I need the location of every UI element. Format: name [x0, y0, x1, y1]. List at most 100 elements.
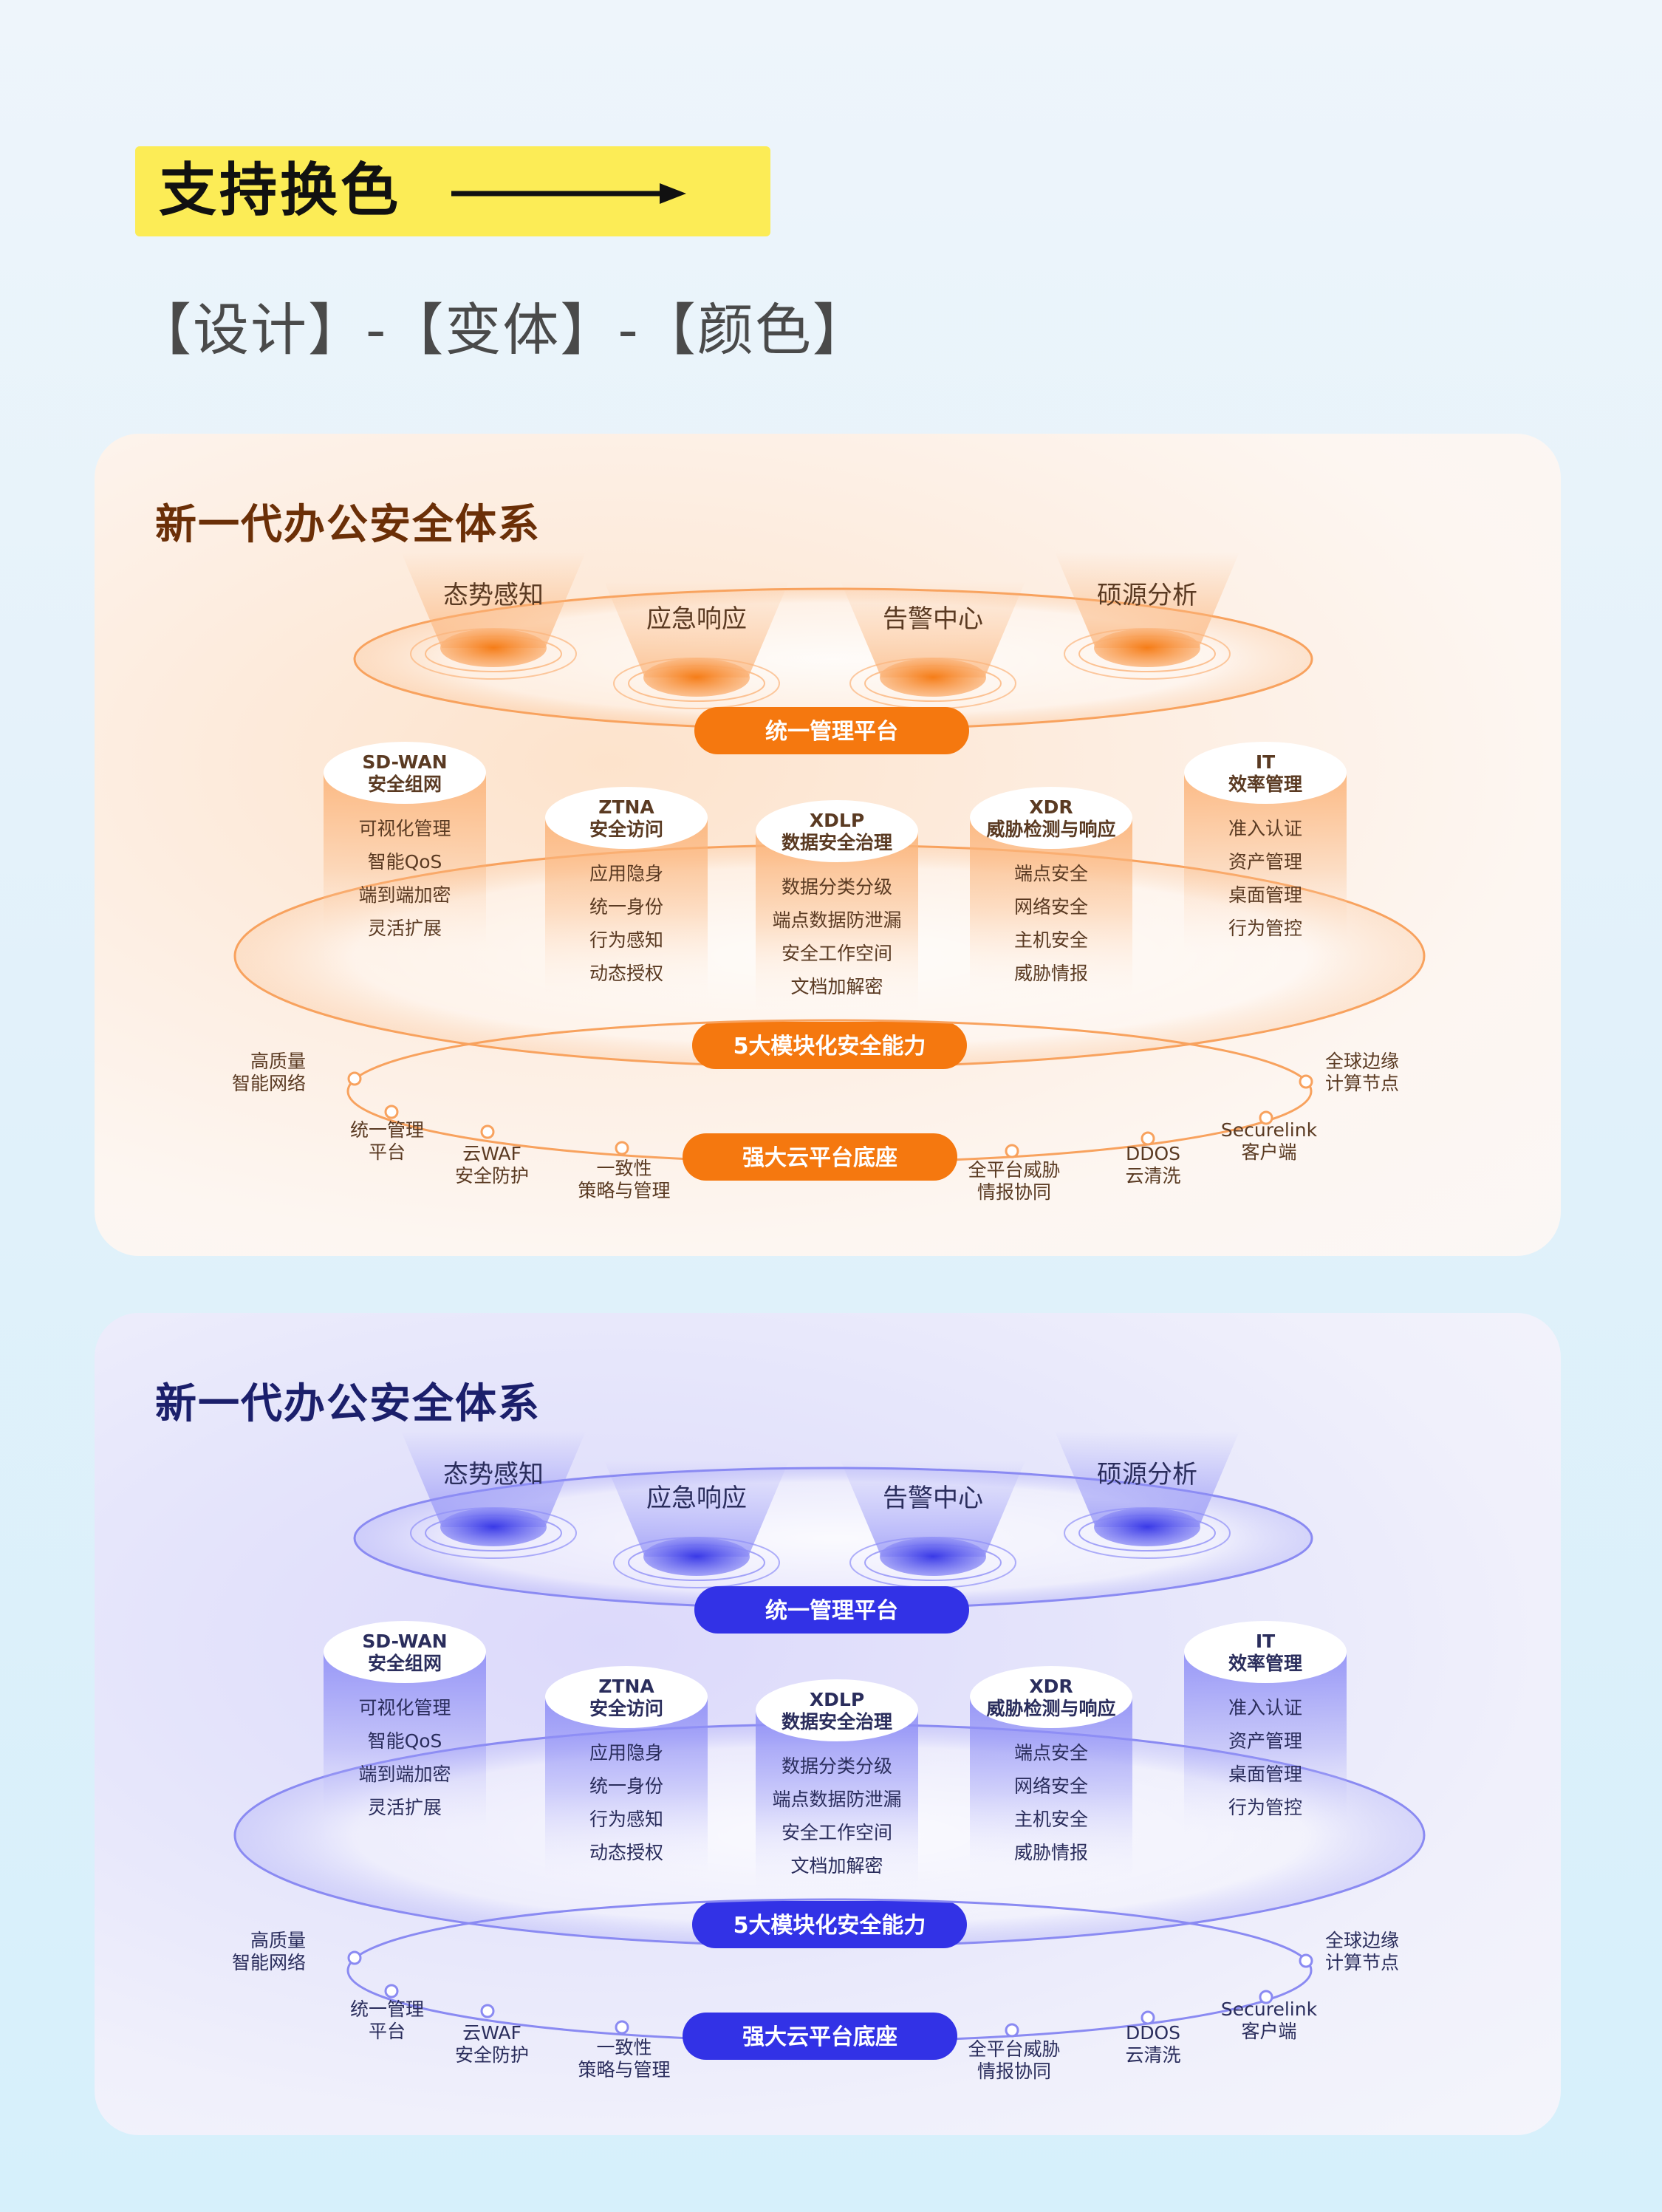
- module-subtitle: 效率管理: [1228, 1653, 1302, 1674]
- module-title: IT: [1256, 1631, 1275, 1652]
- module-title: XDR: [1029, 1676, 1073, 1697]
- ring-node: [1141, 2010, 1155, 2025]
- module-item: 灵活扩展: [368, 918, 442, 939]
- ring-label: 统一管理: [350, 1119, 424, 1141]
- module-title: SD-WAN: [362, 751, 447, 773]
- light-beam: [401, 1431, 586, 1527]
- module-item: 威胁情报: [1014, 1842, 1088, 1863]
- ring-node: [384, 1105, 399, 1119]
- light-beam: [1055, 1431, 1239, 1527]
- module-item: 网络安全: [1014, 896, 1088, 918]
- module-item: 端点数据防泄漏: [772, 909, 901, 931]
- module-title: XDR: [1029, 796, 1073, 818]
- module-body: [545, 818, 708, 1010]
- ring-node: [1259, 1110, 1273, 1125]
- ring-label: 情报协同: [977, 2061, 1051, 2082]
- ring-node: [1141, 1131, 1155, 1146]
- ring-label: 智能网络: [232, 1952, 306, 1973]
- module-subtitle: 数据安全治理: [782, 1711, 892, 1733]
- ring-node: [384, 1984, 399, 1998]
- module-cap: [1184, 742, 1347, 804]
- module-cap: [970, 1666, 1132, 1728]
- ring-label: 情报协同: [977, 1181, 1051, 1203]
- ring-node: [1259, 1990, 1273, 2004]
- module-item: 灵活扩展: [368, 1797, 442, 1818]
- top-item-label: 告警中心: [883, 1484, 983, 1513]
- module-item: 智能QoS: [368, 1730, 442, 1752]
- top-item-label: 硕源分析: [1097, 1460, 1197, 1489]
- ring-label: 高质量: [250, 1930, 306, 1951]
- module-subtitle: 安全组网: [368, 1653, 442, 1674]
- module-body: [1184, 773, 1347, 965]
- module-item: 资产管理: [1228, 1730, 1302, 1752]
- ring-label: 策略与管理: [578, 1180, 670, 1201]
- module-item: 行为管控: [1228, 1797, 1302, 1818]
- ring-label: 安全防护: [455, 2044, 529, 2066]
- ring-node: [1005, 2023, 1019, 2038]
- ring-label: Securelink: [1221, 1998, 1318, 2020]
- ring-node: [347, 1950, 362, 1965]
- module-item: 可视化管理: [358, 1697, 451, 1718]
- pill-modules: [692, 1022, 967, 1069]
- light-beam: [841, 581, 1025, 677]
- module-item: 行为感知: [589, 929, 663, 951]
- ring-label: 智能网络: [232, 1073, 306, 1094]
- module-title: ZTNA: [598, 1676, 654, 1697]
- module-body: [545, 1697, 708, 1889]
- ring-label: 全平台威胁: [968, 2038, 1060, 2060]
- disk: [643, 658, 750, 697]
- ring-label: 计算节点: [1325, 1073, 1399, 1094]
- ring-label: Securelink: [1221, 1119, 1318, 1141]
- ring-label: 策略与管理: [578, 2059, 670, 2080]
- ring-label: 高质量: [250, 1051, 306, 1072]
- module-item: 文档加解密: [790, 976, 883, 997]
- module-title: XDLP: [810, 810, 864, 831]
- ring-node: [615, 2020, 629, 2035]
- ring-node: [347, 1071, 362, 1086]
- light-beam: [841, 1461, 1025, 1557]
- module-item: 端到端加密: [358, 1764, 451, 1785]
- module-item: 威胁情报: [1014, 963, 1088, 984]
- pill-unified-platform-label: 统一管理平台: [765, 1598, 898, 1624]
- module-item: 统一身份: [589, 896, 663, 918]
- module-cap: [545, 1666, 708, 1728]
- ring-label: 客户端: [1241, 1141, 1296, 1163]
- module-item: 桌面管理: [1228, 1764, 1302, 1785]
- module-body: [1184, 1652, 1347, 1844]
- module-subtitle: 数据安全治理: [782, 832, 892, 853]
- pill-modules-label: 5大模块化安全能力: [733, 1034, 926, 1059]
- module-body: [756, 831, 918, 1023]
- ring-label: 云清洗: [1125, 1165, 1180, 1187]
- ring-label: 云WAF: [462, 2022, 521, 2044]
- hero-banner: 支持换色: [135, 146, 770, 236]
- module-item: 行为管控: [1228, 918, 1302, 939]
- top-item-label: 应急响应: [646, 1484, 747, 1513]
- module-subtitle: 安全访问: [589, 1698, 663, 1719]
- disk: [880, 1537, 986, 1576]
- module-title: SD-WAN: [362, 1631, 447, 1652]
- ring-node: [1299, 1074, 1313, 1089]
- module-item: 统一身份: [589, 1775, 663, 1797]
- module-body: [970, 1697, 1132, 1889]
- module-item: 准入认证: [1228, 818, 1302, 839]
- ring-node: [480, 2004, 495, 2018]
- module-body: [970, 818, 1132, 1010]
- top-item-label: 硕源分析: [1097, 581, 1197, 610]
- module-cap: [324, 1621, 486, 1683]
- ring-label: DDOS: [1126, 1143, 1180, 1164]
- module-item: 数据分类分级: [782, 876, 892, 898]
- ring-label: 全球边缘: [1325, 1051, 1399, 1072]
- ring-label: 全球边缘: [1325, 1930, 1399, 1951]
- module-subtitle: 效率管理: [1228, 774, 1302, 795]
- pill-cloud-base: [683, 2013, 957, 2060]
- module-cap: [756, 800, 918, 862]
- module-cap: [756, 1679, 918, 1741]
- module-item: 文档加解密: [790, 1855, 883, 1877]
- ring-node: [615, 1141, 629, 1156]
- module-title: XDLP: [810, 1689, 864, 1710]
- module-item: 数据分类分级: [782, 1755, 892, 1777]
- disk: [440, 629, 547, 667]
- pill-cloud-base-label: 强大云平台底座: [742, 1145, 897, 1171]
- pill-cloud-base-label: 强大云平台底座: [742, 2024, 897, 2050]
